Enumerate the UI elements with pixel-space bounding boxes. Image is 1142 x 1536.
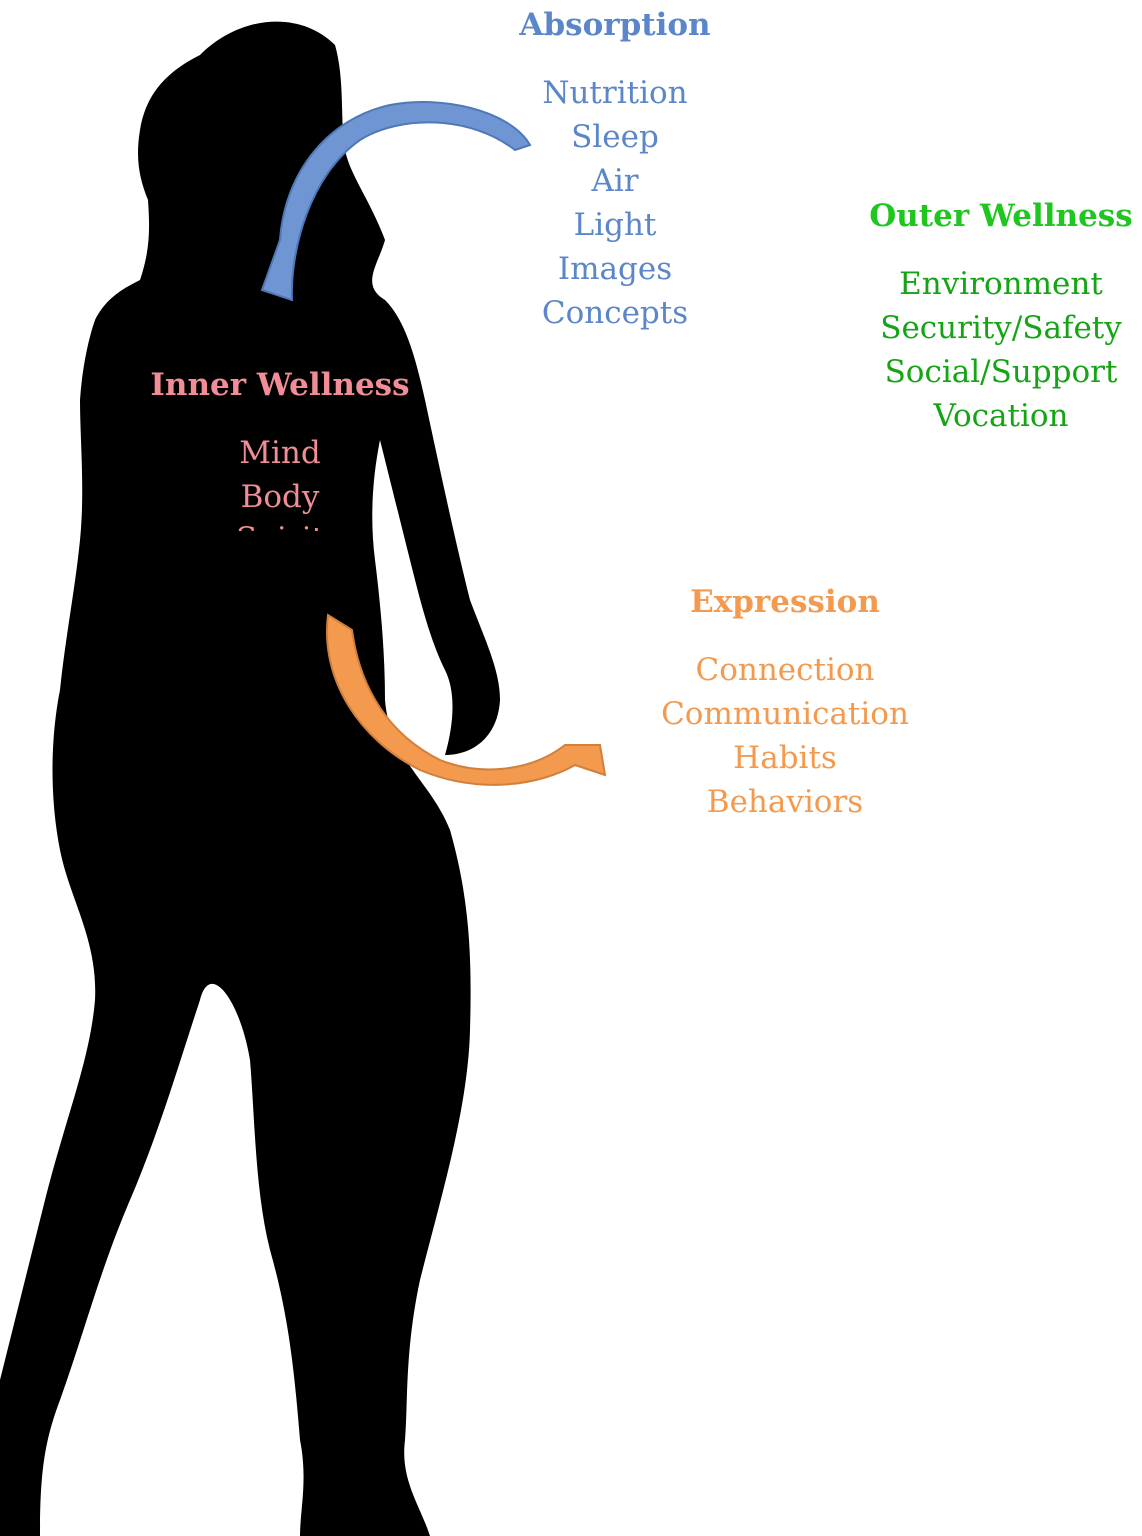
absorption-item: Sleep xyxy=(490,115,740,159)
inner-wellness-title: Inner Wellness xyxy=(140,365,420,405)
inner-wellness-item: Body xyxy=(140,475,420,519)
inner-wellness-item: Spirit xyxy=(140,519,420,531)
absorption-list: Nutrition Sleep Air Light Images Concept… xyxy=(490,71,740,335)
expression-item: Communication xyxy=(640,692,930,736)
expression-item: Habits xyxy=(640,736,930,780)
inner-wellness-group: Inner Wellness Mind Body Spirit xyxy=(140,365,420,531)
outer-wellness-item: Security/Safety xyxy=(860,306,1142,350)
expression-item: Behaviors xyxy=(640,780,930,824)
absorption-title: Absorption xyxy=(490,5,740,45)
absorption-group: Absorption Nutrition Sleep Air Light Ima… xyxy=(490,5,740,335)
absorption-item: Images xyxy=(490,247,740,291)
absorption-item: Light xyxy=(490,203,740,247)
silhouette-body xyxy=(0,22,500,1536)
inner-wellness-list: Mind Body Spirit xyxy=(140,431,420,531)
expression-item: Connection xyxy=(640,648,930,692)
expression-title: Expression xyxy=(640,582,930,622)
expression-group: Expression Connection Communication Habi… xyxy=(640,582,930,824)
expression-list: Connection Communication Habits Behavior… xyxy=(640,648,930,824)
outer-wellness-list: Environment Security/Safety Social/Suppo… xyxy=(860,262,1142,438)
inner-wellness-item: Mind xyxy=(140,431,420,475)
outer-wellness-title: Outer Wellness xyxy=(860,196,1142,236)
absorption-item: Air xyxy=(490,159,740,203)
outer-wellness-item: Environment xyxy=(860,262,1142,306)
outer-wellness-item: Social/Support xyxy=(860,350,1142,394)
absorption-item: Concepts xyxy=(490,291,740,335)
outer-wellness-group: Outer Wellness Environment Security/Safe… xyxy=(860,196,1142,438)
outer-wellness-item: Vocation xyxy=(860,394,1142,438)
absorption-item: Nutrition xyxy=(490,71,740,115)
